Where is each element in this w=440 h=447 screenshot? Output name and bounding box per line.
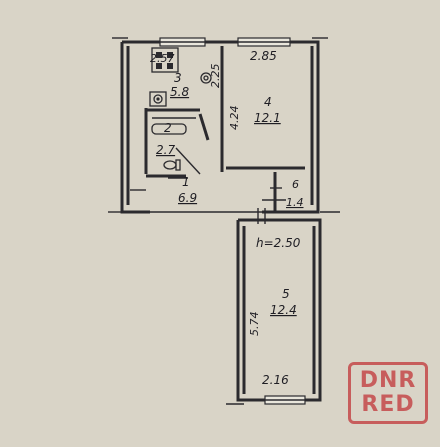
room-2-area: 2.7 bbox=[156, 143, 175, 157]
exterior-walls bbox=[108, 37, 340, 405]
room-5-area: 12.4 bbox=[270, 303, 297, 317]
dim-kitchen-depth: 2.25 bbox=[209, 64, 222, 89]
toilet-fixture bbox=[163, 159, 181, 171]
room-2-number: 2 bbox=[164, 121, 172, 135]
stove-fixture bbox=[151, 47, 179, 73]
room-6-number: 6 bbox=[292, 178, 299, 191]
room-4-number: 4 bbox=[264, 95, 272, 109]
room-1-area: 6.9 bbox=[178, 191, 197, 205]
boiler-fixture bbox=[200, 72, 212, 84]
room-1-number: 1 bbox=[182, 175, 190, 189]
room-5-number: 5 bbox=[282, 287, 290, 301]
windows bbox=[159, 37, 306, 405]
interior-walls bbox=[130, 46, 305, 224]
room-3-number: 3 bbox=[174, 71, 182, 85]
ceiling-height: h=2.50 bbox=[256, 236, 301, 250]
dim-room-5-depth: 5.74 bbox=[248, 312, 261, 337]
dim-room-4-width: 2.85 bbox=[250, 49, 277, 63]
room-3-area: 5.8 bbox=[170, 85, 189, 99]
watermark-line-1: DNR bbox=[359, 368, 417, 393]
bathtub-fixture bbox=[151, 117, 201, 175]
dim-room-5-width: 2.16 bbox=[262, 373, 289, 387]
watermark-line-2: RED bbox=[361, 392, 415, 417]
room-6-area: 1.4 bbox=[286, 196, 304, 209]
watermark-logo: DNR RED bbox=[348, 362, 428, 424]
dim-room-4-depth: 4.24 bbox=[228, 106, 241, 131]
sink-fixture bbox=[149, 91, 167, 107]
dim-kitchen-width: 2.57 bbox=[150, 52, 175, 65]
room-4-area: 12.1 bbox=[254, 111, 281, 125]
